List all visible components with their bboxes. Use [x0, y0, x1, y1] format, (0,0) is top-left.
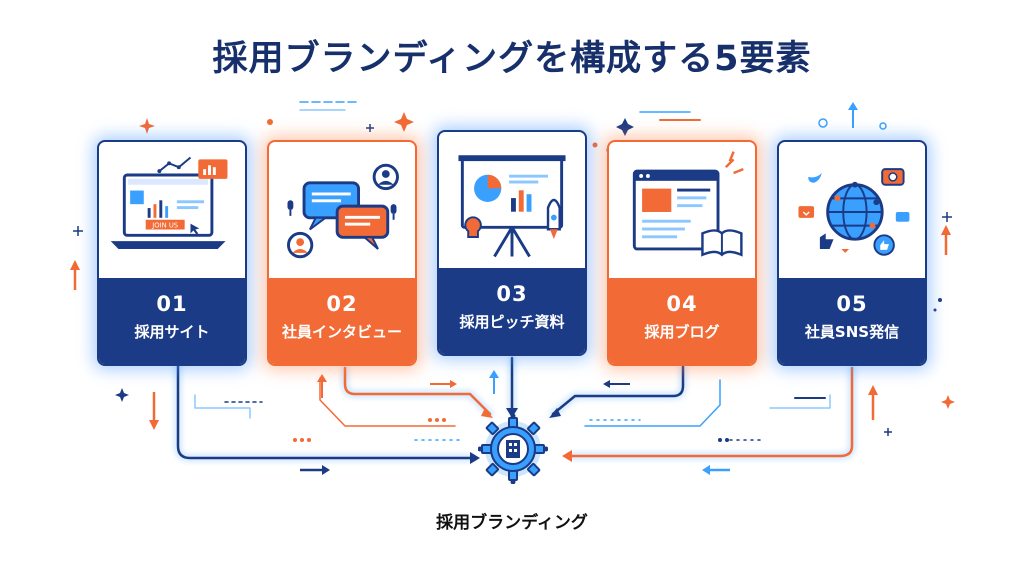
- laptop-website-icon: JOIN US: [110, 156, 228, 249]
- element-name: 社員SNS発信: [804, 323, 900, 341]
- element-label-panel: 03 採用ピッチ資料: [439, 268, 585, 354]
- element-number: 05: [836, 292, 868, 316]
- element-number: 04: [666, 292, 698, 316]
- element-label-panel: 02 社員インタビュー: [269, 278, 415, 364]
- blog-article-icon: [632, 151, 744, 257]
- element-number: 01: [156, 292, 188, 316]
- element-card-05: 05 社員SNS発信: [777, 140, 927, 366]
- element-name: 採用ピッチ資料: [459, 313, 565, 331]
- connector-02: [343, 366, 492, 416]
- social-globe-icon: [798, 168, 910, 256]
- element-card-03: 03 採用ピッチ資料: [437, 130, 587, 356]
- interview-chat-icon: [287, 163, 399, 259]
- element-label-panel: 04 採用ブログ: [609, 278, 755, 364]
- join-us-button-text: JOIN US: [151, 222, 178, 230]
- element-number: 02: [326, 292, 358, 316]
- element-label-panel: 01 採用サイト: [99, 278, 245, 364]
- connector-04: [551, 364, 685, 416]
- page-title: 採用ブランディングを構成する5要素: [212, 39, 812, 79]
- hub-label: 採用ブランディング: [436, 513, 588, 533]
- connector-01: [176, 364, 472, 460]
- element-number: 03: [496, 282, 528, 306]
- connector-05: [570, 366, 854, 458]
- element-name: 社員インタビュー: [281, 323, 402, 341]
- element-name: 採用サイト: [134, 323, 210, 341]
- element-card-04: 04 採用ブログ: [607, 140, 757, 366]
- element-card-02: 02 社員インタビュー: [267, 140, 417, 366]
- element-card-01: JOIN US 01 採用サイト: [97, 140, 247, 366]
- element-name: 採用ブログ: [644, 323, 720, 341]
- element-label-panel: 05 社員SNS発信: [779, 278, 925, 364]
- gear-building-icon: [478, 414, 548, 484]
- presentation-board-icon: [458, 155, 566, 258]
